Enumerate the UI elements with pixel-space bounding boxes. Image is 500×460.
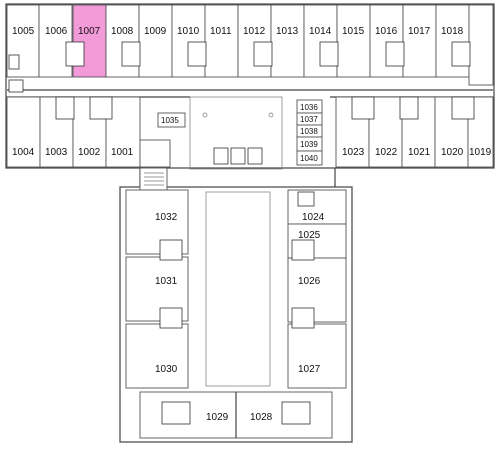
label-1010: 1010 bbox=[177, 26, 200, 37]
bottom-west-rooms bbox=[6, 96, 186, 168]
room-corner-east bbox=[468, 4, 494, 86]
label-1007: 1007 bbox=[78, 26, 101, 37]
label-1028: 1028 bbox=[250, 412, 273, 423]
service-rooms bbox=[296, 99, 323, 166]
stair-south-west bbox=[139, 167, 168, 191]
label-1009: 1009 bbox=[144, 26, 167, 37]
room-labels: 1005 1006 1007 1008 1009 1010 1011 1012 … bbox=[12, 26, 492, 423]
label-1029: 1029 bbox=[206, 412, 229, 423]
label-1035: 1035 bbox=[161, 116, 179, 125]
label-1038: 1038 bbox=[300, 127, 318, 136]
elevator-bank bbox=[213, 147, 263, 165]
room-1011[interactable] bbox=[204, 4, 239, 78]
room-1027[interactable] bbox=[287, 323, 347, 389]
room-1022[interactable] bbox=[368, 96, 403, 168]
label-1017: 1017 bbox=[408, 26, 431, 37]
room-1031[interactable] bbox=[125, 256, 189, 322]
room-1004[interactable] bbox=[6, 96, 41, 168]
south-west-rooms bbox=[125, 189, 189, 389]
label-1012: 1012 bbox=[243, 26, 266, 37]
north-wing bbox=[5, 3, 495, 169]
label-1004: 1004 bbox=[12, 147, 35, 158]
label-1008: 1008 bbox=[111, 26, 134, 37]
label-1002: 1002 bbox=[78, 147, 101, 158]
label-1018: 1018 bbox=[441, 26, 464, 37]
courtyard bbox=[205, 191, 271, 387]
label-1013: 1013 bbox=[276, 26, 299, 37]
label-1016: 1016 bbox=[375, 26, 398, 37]
central-lobby bbox=[189, 96, 283, 170]
label-1027: 1027 bbox=[298, 364, 321, 375]
label-1024: 1024 bbox=[302, 212, 325, 223]
label-1025: 1025 bbox=[298, 230, 321, 241]
label-1021: 1021 bbox=[408, 147, 431, 158]
room-1009[interactable] bbox=[138, 4, 173, 78]
room-1035[interactable] bbox=[157, 112, 186, 128]
room-1015[interactable] bbox=[336, 4, 371, 78]
room-1030[interactable] bbox=[125, 323, 189, 389]
room-1017[interactable] bbox=[402, 4, 437, 78]
south-bottom-rooms bbox=[139, 391, 333, 439]
label-1015: 1015 bbox=[342, 26, 365, 37]
label-1005: 1005 bbox=[12, 26, 35, 37]
label-1031: 1031 bbox=[155, 276, 178, 287]
label-1037: 1037 bbox=[300, 115, 318, 124]
room-1040[interactable] bbox=[296, 150, 323, 166]
stair-west bbox=[139, 139, 171, 168]
label-1023: 1023 bbox=[342, 147, 365, 158]
label-1003: 1003 bbox=[45, 147, 68, 158]
label-1039: 1039 bbox=[300, 140, 318, 149]
label-1020: 1020 bbox=[441, 147, 464, 158]
label-1030: 1030 bbox=[155, 364, 178, 375]
label-1026: 1026 bbox=[298, 276, 321, 287]
label-1032: 1032 bbox=[155, 212, 178, 223]
label-1019: 1019 bbox=[469, 147, 492, 158]
label-1040: 1040 bbox=[300, 154, 318, 163]
label-1022: 1022 bbox=[375, 147, 398, 158]
south-wing bbox=[119, 186, 353, 443]
bathroom-fixtures-bottom bbox=[8, 79, 475, 120]
top-row-rooms bbox=[6, 4, 494, 86]
room-1013[interactable] bbox=[270, 4, 305, 78]
label-1036: 1036 bbox=[300, 103, 318, 112]
label-1006: 1006 bbox=[45, 26, 68, 37]
label-1001: 1001 bbox=[111, 147, 134, 158]
label-1011: 1011 bbox=[210, 26, 232, 37]
bathroom-fixtures-top bbox=[8, 41, 471, 70]
label-1014: 1014 bbox=[309, 26, 332, 37]
south-east-rooms bbox=[287, 189, 347, 389]
